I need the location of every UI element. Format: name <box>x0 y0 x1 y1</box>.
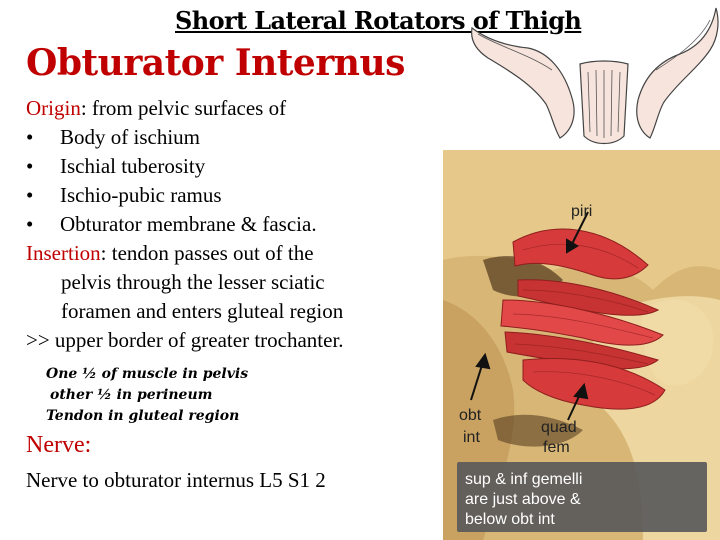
origin-item-text: Ischial tuberosity <box>60 154 206 178</box>
insertion-text: : tendon passes out of the <box>100 241 314 265</box>
insertion-line: Insertion: tendon passes out of the <box>26 239 426 268</box>
pelvis-left-wing <box>471 26 575 139</box>
anatomy-figure: piri obt int quad fem sup & inf gemelli … <box>443 150 720 540</box>
quad-fem-label: quad <box>541 419 577 436</box>
obt-int-label: obt <box>459 407 482 424</box>
piriformis-muscle <box>512 228 649 280</box>
nerve-label: Nerve: <box>26 432 92 458</box>
origin-intro: : from pelvic surfaces of <box>80 96 287 120</box>
origin-item: • Obturator membrane & fascia. <box>26 210 426 239</box>
origin-label: Origin <box>26 96 81 120</box>
piri-label: piri <box>571 203 592 220</box>
body-text: Origin: from pelvic surfaces of • Body of… <box>26 94 426 355</box>
origin-item-text: Ischio-pubic ramus <box>60 183 222 207</box>
bullet: • <box>26 183 34 207</box>
quadratus-femoris-muscle <box>522 358 666 410</box>
slide-header: Short Lateral Rotators of Thigh <box>175 6 582 35</box>
origin-item: • Body of ischium <box>26 123 426 152</box>
obturator-internus-muscle <box>500 299 664 346</box>
note-line: other ½ in perineum <box>50 387 213 403</box>
pelvis-right-wing <box>636 7 719 139</box>
ilium-bone <box>443 150 720 290</box>
gemelli-label: are just above & <box>465 491 581 508</box>
insertion-label: Insertion <box>26 241 101 265</box>
pelvis-figure <box>471 7 719 145</box>
origin-item: • Ischial tuberosity <box>26 152 426 181</box>
notes: One ½ of muscle in pelvis other ½ in per… <box>46 364 248 427</box>
bullet: • <box>26 125 34 149</box>
greater-trochanter <box>641 299 714 386</box>
obt-int-arrow <box>470 361 484 401</box>
insertion-text: >> upper border of greater trochanter. <box>26 328 344 352</box>
note-line: Tendon in gluteal region <box>46 408 240 424</box>
origin-item-text: Body of ischium <box>60 125 200 149</box>
origin-item-text: Obturator membrane & fascia. <box>60 212 317 236</box>
slide-title: Obturator Internus <box>26 42 405 84</box>
insertion-text: pelvis through the lesser sciatic <box>61 270 325 294</box>
note-line: One ½ of muscle in pelvis <box>46 366 249 382</box>
gemelli-label: sup & inf gemelli <box>465 471 582 488</box>
obt-int-label: int <box>463 429 480 446</box>
bullet: • <box>26 154 34 178</box>
nerve-text: Nerve to obturator internus L5 S1 2 <box>26 468 326 492</box>
gemelli-label: below obt int <box>465 511 555 528</box>
quad-fem-label: fem <box>543 439 570 456</box>
gemellus-superior-muscle <box>517 279 660 316</box>
origin-item: • Ischio-pubic ramus <box>26 181 426 210</box>
gemelli-label-box <box>457 462 707 532</box>
insertion-text: foramen and enters gluteal region <box>61 299 344 323</box>
piri-arrow <box>570 211 589 247</box>
gemellus-inferior-muscle <box>504 331 660 370</box>
origin-line: Origin: from pelvic surfaces of <box>26 94 426 123</box>
bullet: • <box>26 212 34 236</box>
